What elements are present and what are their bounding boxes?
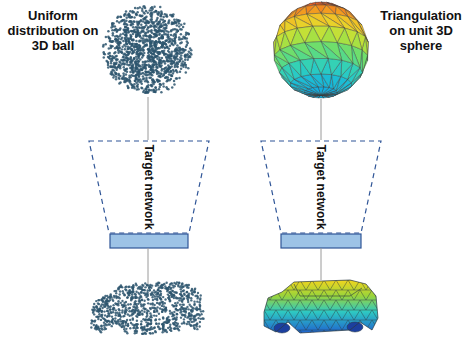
heading-label: Triangulation on unit 3D sphere [374,8,468,53]
heading-label: Uniform distribution on 3D ball [4,8,102,53]
network-trapezoid: Target network [260,140,382,234]
network-label: Target network [314,144,328,229]
link-line [321,99,322,140]
latent-block [281,234,361,248]
link-line [321,248,322,280]
triangulated-sphere [274,2,369,98]
trapezoid-path [261,141,381,233]
latent-block [110,234,188,248]
link-line [148,248,149,284]
trapezoid-path [89,141,209,233]
link-line [148,97,149,140]
mesh-car [260,276,382,336]
point-cloud-ball [102,5,193,94]
point-cloud-car [90,281,205,335]
network-trapezoid: Target network [88,140,210,234]
network-label: Target network [142,144,156,229]
